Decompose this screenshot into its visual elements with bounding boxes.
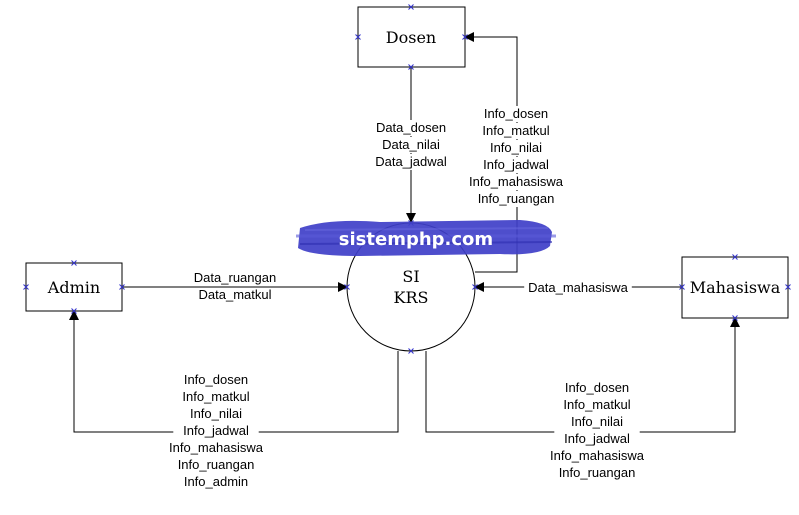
flow-label-process-to-mahasiswa: Info_dosenInfo_matkulInfo_nilaiInfo_jadw… xyxy=(543,380,651,481)
flow-label-line: Info_matkul xyxy=(182,389,249,404)
entity-dosen-label: Dosen xyxy=(386,28,436,47)
entity-admin[interactable]: Admin xyxy=(26,263,122,311)
watermark: sistemphp.com xyxy=(296,220,556,256)
flow-label-line: Info_ruangan xyxy=(178,457,255,472)
flow-label-line: Info_mahasiswa xyxy=(469,174,564,189)
watermark-text: sistemphp.com xyxy=(339,229,493,250)
flow-label-line: Info_dosen xyxy=(565,380,629,395)
flow-label-line: Data_matkul xyxy=(199,287,272,302)
process-label-line2: KRS xyxy=(394,288,429,307)
flow-label-line: Info_mahasiswa xyxy=(169,440,264,455)
flow-label-line: Info_admin xyxy=(184,474,248,489)
flow-label-line: Data_jadwal xyxy=(375,154,447,169)
flow-label-line: Info_mahasiswa xyxy=(550,448,645,463)
entity-admin-label: Admin xyxy=(47,278,100,297)
flow-label-line: Info_nilai xyxy=(571,414,623,429)
process-label-line1: SI xyxy=(402,267,419,286)
flow-label-line: Data_nilai xyxy=(382,137,440,152)
flow-label-line: Info_nilai xyxy=(490,140,542,155)
entity-mahasiswa[interactable]: Mahasiswa xyxy=(682,257,788,318)
flow-label-line: Info_nilai xyxy=(190,406,242,421)
flow-label-process-to-dosen: Info_dosenInfo_matkulInfo_nilaiInfo_jadw… xyxy=(462,106,570,207)
flow-label-line: Data_mahasiswa xyxy=(528,280,628,295)
entity-mahasiswa-label: Mahasiswa xyxy=(690,278,781,297)
flow-label-line: Info_dosen xyxy=(484,106,548,121)
flow-label-line: Info_matkul xyxy=(563,397,630,412)
flow-label-line: Info_jadwal xyxy=(483,157,549,172)
flow-label-line: Data_dosen xyxy=(376,120,446,135)
flow-label-line: Info_ruangan xyxy=(559,465,636,480)
flow-label-line: Info_jadwal xyxy=(183,423,249,438)
flow-label-line: Data_ruangan xyxy=(194,270,276,285)
flow-label-line: Info_dosen xyxy=(184,372,248,387)
flow-label-mahasiswa-to-process: Data_mahasiswa xyxy=(524,280,632,296)
flow-label-line: Info_jadwal xyxy=(564,431,630,446)
flow-label-process-to-admin: Info_dosenInfo_matkulInfo_nilaiInfo_jadw… xyxy=(162,372,270,490)
flow-label-line: Info_matkul xyxy=(482,123,549,138)
entity-dosen[interactable]: Dosen xyxy=(358,7,465,67)
flow-label-line: Info_ruangan xyxy=(478,191,555,206)
